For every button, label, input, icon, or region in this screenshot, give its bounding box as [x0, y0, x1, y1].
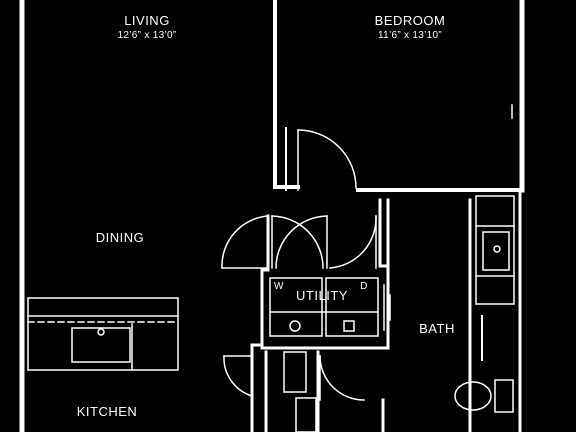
toilet — [454, 379, 514, 413]
washer-drum — [289, 320, 301, 332]
utility-closet — [269, 277, 391, 337]
vanity-faucet — [493, 245, 501, 253]
bedroom-dimensions: 11’6” x 13’10” — [377, 30, 443, 41]
bedroom-bottom-wall — [273, 185, 524, 192]
bath-label: BATH — [419, 321, 455, 336]
dining-label: DINING — [95, 230, 145, 245]
living-room-label: LIVING — [124, 13, 170, 28]
utility-label: UTILITY — [296, 288, 348, 303]
lower-doors — [223, 355, 365, 401]
sink-faucet — [97, 328, 105, 336]
dryer-drum — [343, 320, 355, 332]
kitchen-island — [27, 297, 179, 371]
bedroom-label: BEDROOM — [374, 13, 446, 28]
bath-walls — [386, 198, 472, 432]
dryer-label: D — [360, 281, 368, 292]
bath-vanity — [475, 195, 515, 305]
kitchen-label: KITCHEN — [76, 404, 138, 419]
closet-doors — [221, 215, 377, 269]
outer-walls — [19, 0, 525, 432]
living-room-dimensions: 12’6” x 13’0” — [117, 30, 177, 41]
bedroom-door — [297, 129, 357, 191]
washer-label: W — [274, 281, 284, 292]
lower-hall-walls — [260, 346, 390, 432]
hall-cabinet — [283, 351, 317, 432]
